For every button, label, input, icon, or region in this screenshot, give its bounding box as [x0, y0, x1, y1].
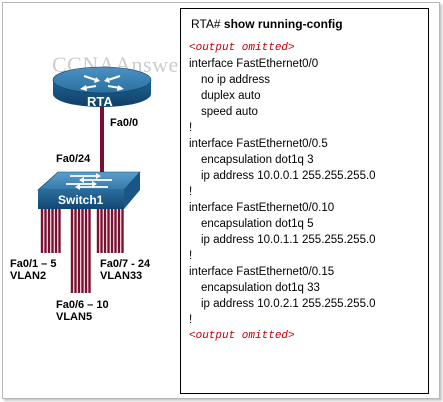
- vlan-name: VLAN5: [56, 311, 93, 323]
- config-line: no ip address: [201, 74, 271, 86]
- switch-uplink-port-label: Fa0/24: [56, 153, 91, 165]
- port-range: Fa0/7 - 24: [100, 258, 151, 270]
- router-label: RTA: [87, 94, 113, 109]
- config-line: interface FastEthernet0/0.10: [189, 202, 335, 214]
- config-line: !: [189, 186, 193, 198]
- port-bundle-vlan5: [70, 209, 91, 293]
- switch-icon: [37, 171, 141, 209]
- config-line: !: [189, 314, 193, 326]
- port-group-vlan5: Fa0/6 – 10 VLAN5: [56, 299, 109, 323]
- config-line: interface FastEthernet0/0.5: [189, 138, 328, 150]
- port-bundle-vlan2: [40, 209, 61, 253]
- config-line: encapsulation dot1q 5: [201, 218, 314, 230]
- config-line: encapsulation dot1q 3: [201, 154, 314, 166]
- vlan-name: VLAN33: [100, 270, 143, 282]
- cli-prompt: RTA#: [191, 17, 221, 31]
- config-lines: <output omitted> interface FastEthernet0…: [189, 40, 376, 344]
- config-line: duplex auto: [201, 90, 261, 102]
- config-line: speed auto: [201, 106, 258, 118]
- port-group-vlan2: Fa0/1 – 5 VLAN2: [10, 258, 56, 282]
- config-line: ip address 10.0.1.1 255.255.255.0: [201, 234, 376, 246]
- config-line: <output omitted>: [189, 42, 295, 54]
- router-port-label: Fa0/0: [110, 117, 139, 129]
- port-group-vlan33: Fa0/7 - 24 VLAN33: [100, 258, 150, 282]
- config-line: <output omitted>: [189, 330, 295, 342]
- config-line: ip address 10.0.2.1 255.255.255.0: [201, 298, 376, 310]
- config-line: ip address 10.0.0.1 255.255.255.0: [201, 170, 376, 182]
- config-line: interface FastEthernet0/0: [189, 58, 319, 70]
- vlan-name: VLAN2: [10, 270, 47, 282]
- config-line: !: [189, 250, 193, 262]
- switch-label: Switch1: [58, 193, 104, 207]
- port-bundle-vlan33: [96, 209, 124, 253]
- config-command-title: RTA# show running-config: [191, 17, 343, 31]
- config-line: !: [189, 122, 193, 134]
- port-range: Fa0/1 – 5: [10, 258, 57, 270]
- port-range: Fa0/6 – 10: [56, 299, 109, 311]
- router-icon: [52, 66, 152, 107]
- config-output-panel: RTA# show running-config <output omitted…: [180, 8, 429, 394]
- cli-command: show running-config: [223, 17, 343, 31]
- config-line: interface FastEthernet0/0.15: [189, 266, 335, 278]
- config-line: encapsulation dot1q 33: [201, 282, 320, 294]
